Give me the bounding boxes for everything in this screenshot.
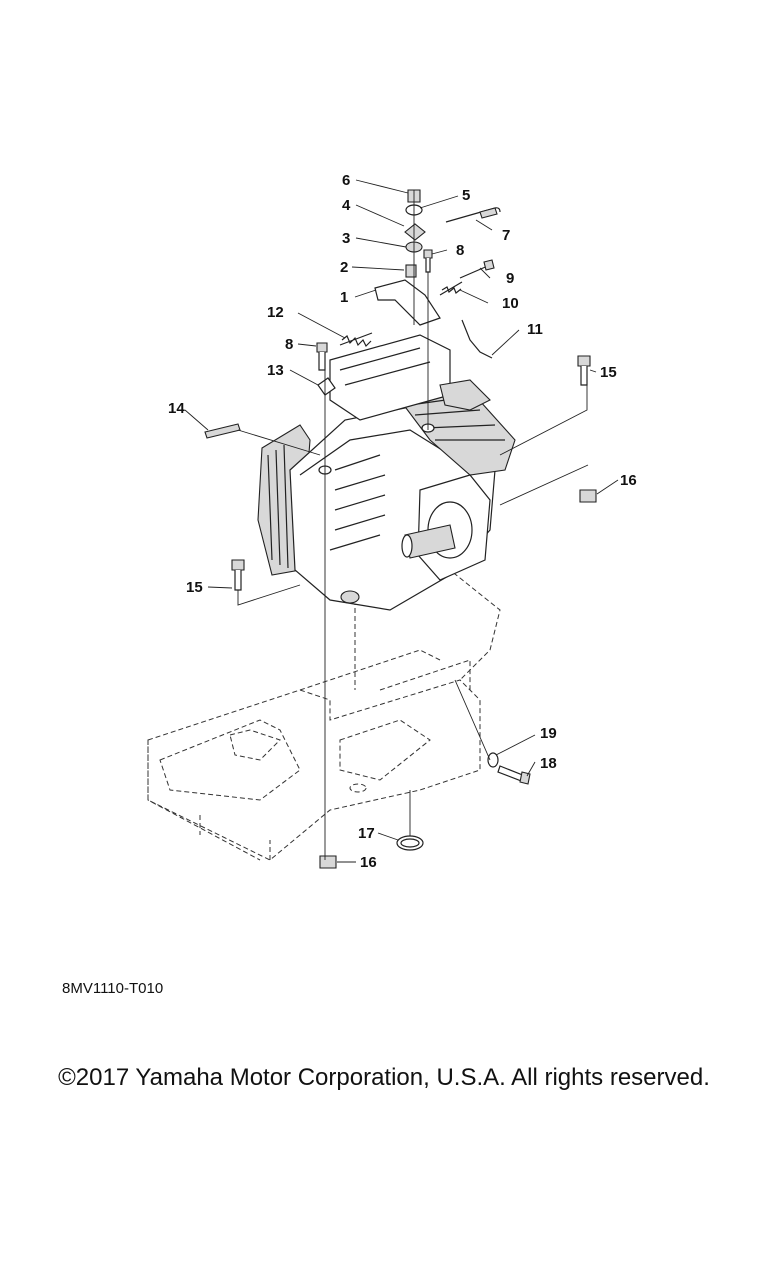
callout-16-right: 16 — [620, 472, 637, 489]
callout-7: 7 — [502, 227, 510, 244]
springs-and-rods — [204, 207, 597, 869]
frame-assembly — [147, 569, 501, 861]
callout-6: 6 — [342, 172, 350, 189]
collar-part-2 — [405, 264, 417, 278]
hose-part-11 — [461, 319, 493, 359]
callout-5: 5 — [462, 187, 470, 204]
callout-15-right: 15 — [600, 364, 617, 381]
engine-assembly — [257, 334, 516, 611]
drawing-code: 8MV1110-T010 — [62, 980, 164, 997]
throttle-bracket-parts — [374, 189, 441, 430]
spring-part-12 — [339, 332, 373, 348]
lever-part-4 — [404, 223, 426, 241]
copyright-notice: ©2017 Yamaha Motor Corporation, U.S.A. A… — [58, 1064, 710, 1091]
callout-13: 13 — [267, 362, 284, 379]
callout-numbers: 6 5 4 7 3 8 2 9 1 10 11 12 8 13 14 15 15… — [168, 172, 637, 871]
callout-17: 17 — [358, 825, 375, 842]
callout-15-left: 15 — [186, 579, 203, 596]
callout-1: 1 — [340, 289, 348, 306]
callout-14: 14 — [168, 400, 185, 417]
callout-19: 19 — [540, 725, 557, 742]
bracket-part-1 — [374, 279, 441, 326]
callout-4: 4 — [342, 197, 351, 214]
callout-2: 2 — [340, 259, 348, 276]
callout-12: 12 — [267, 304, 284, 321]
callout-11: 11 — [527, 321, 543, 338]
link-part-14 — [204, 423, 241, 439]
callout-10: 10 — [502, 295, 519, 312]
callout-18: 18 — [540, 755, 557, 772]
leader-lines — [184, 179, 619, 863]
callout-3: 3 — [342, 230, 350, 247]
callout-16-bottom: 16 — [360, 854, 377, 871]
callout-9: 9 — [506, 270, 514, 287]
spring-part-10 — [439, 281, 463, 296]
callout-8-left: 8 — [285, 336, 293, 353]
callout-8-top: 8 — [456, 242, 464, 259]
